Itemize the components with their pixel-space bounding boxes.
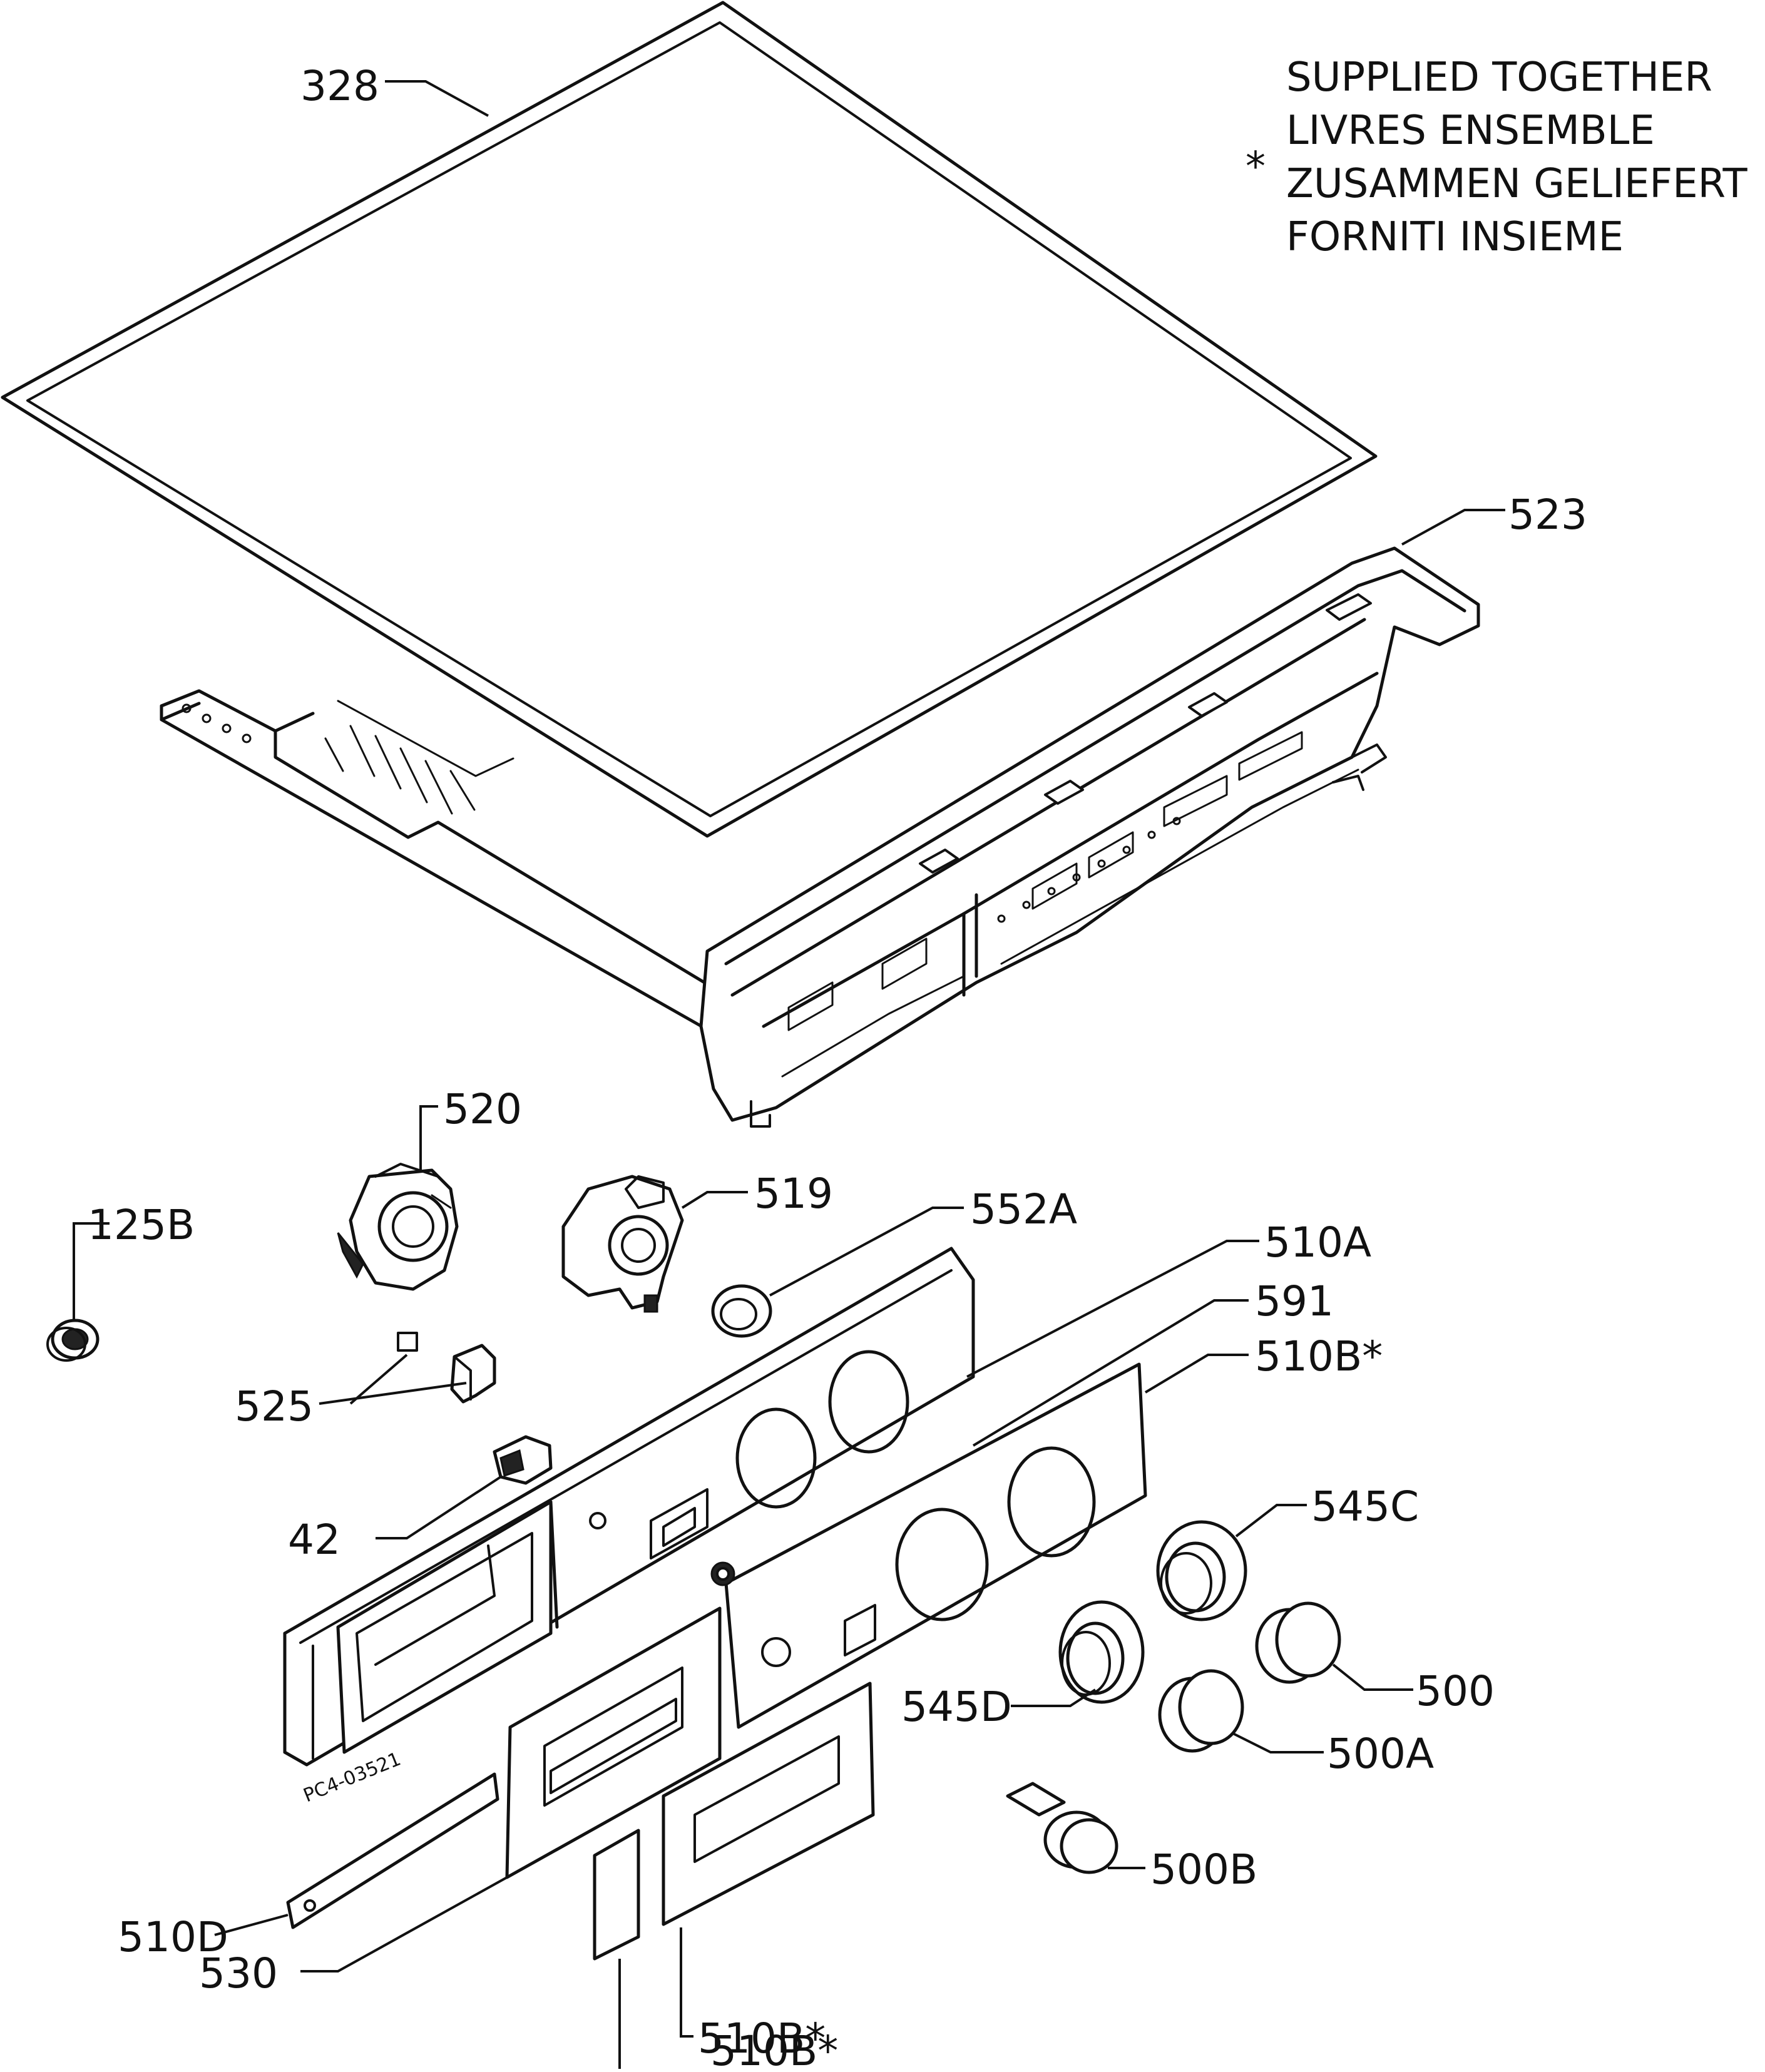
label-42: 42 — [288, 1516, 340, 1564]
label-519: 519 — [754, 1170, 833, 1218]
label-520: 520 — [443, 1085, 522, 1133]
part-500-knob — [1255, 1601, 1341, 1684]
label-328: 328 — [300, 62, 379, 110]
label-523: 523 — [1508, 491, 1587, 539]
label-591: 591 — [1255, 1277, 1334, 1325]
label-525: 525 — [235, 1382, 314, 1431]
label-510A: 510A — [1264, 1218, 1371, 1267]
label-500A: 500A — [1327, 1730, 1434, 1778]
label-545D: 545D — [901, 1683, 1012, 1731]
part-500A-knob — [1158, 1669, 1244, 1753]
leader-lines — [73, 80, 1505, 2071]
label-510B-star-1: 510B* — [1255, 1332, 1383, 1380]
part-545C-ring — [1156, 1520, 1247, 1621]
label-552A: 552A — [970, 1185, 1077, 1233]
label-125B: 125B — [88, 1201, 195, 1249]
part-552A-ring — [711, 1284, 772, 1338]
part-520-selector — [337, 1163, 459, 1291]
supplied-together-note: * SUPPLIED TOGETHER LIVRES ENSEMBLE ZUSA… — [1246, 54, 1747, 260]
label-530: 530 — [199, 1949, 278, 1998]
part-510A-front-panel — [283, 1247, 975, 1767]
part-500B-shaft — [1006, 1782, 1118, 1874]
note-asterisk: * — [1246, 144, 1266, 190]
part-525-switch — [397, 1332, 496, 1404]
part-42-lamp — [493, 1435, 553, 1485]
part-591-panel — [710, 1362, 1147, 1729]
note-line-it: FORNITI INSIEME — [1286, 214, 1624, 260]
note-line-fr: LIVRES ENSEMBLE — [1286, 108, 1655, 154]
part-519-holder — [561, 1175, 684, 1313]
label-500B: 500B — [1150, 1845, 1257, 1894]
label-510B-star-2: 510B* — [698, 2014, 826, 2063]
part-328-top-cover — [1, 1, 1378, 838]
part-510B-overlays — [593, 1682, 875, 1961]
label-545C: 545C — [1311, 1483, 1419, 1531]
part-530-window — [505, 1606, 722, 1879]
note-line-en: SUPPLIED TOGETHER — [1286, 54, 1712, 101]
part-510D-strip — [286, 1772, 499, 1929]
part-545D-ring — [1058, 1600, 1145, 1704]
part-125B-bushing — [46, 1319, 100, 1362]
label-510B-star-3: 510B* — [710, 2027, 838, 2069]
label-510D: 510D — [118, 1913, 228, 1961]
part-523-panel-frame — [160, 546, 1480, 1128]
note-line-de: ZUSAMMEN GELIEFERT — [1286, 161, 1747, 207]
label-500: 500 — [1416, 1667, 1495, 1715]
